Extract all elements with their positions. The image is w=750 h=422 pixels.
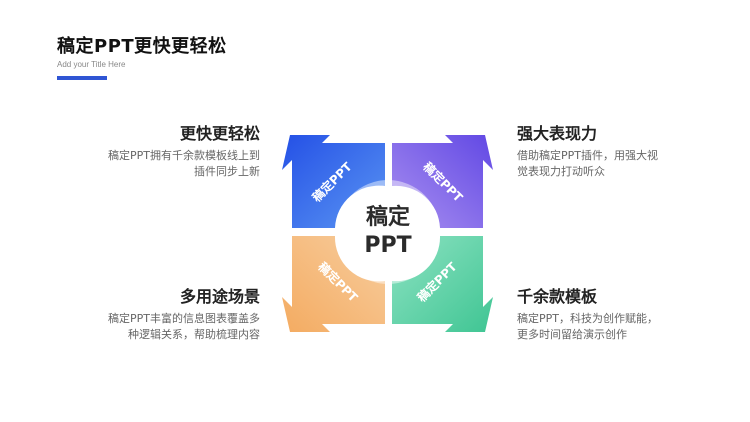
- quadrant-top-left: 稿定PPT: [282, 135, 385, 228]
- title-underline: [57, 76, 107, 80]
- block-top-right-heading: 强大表现力: [517, 124, 598, 143]
- block-bottom-left-heading: 多用途场景: [179, 287, 260, 306]
- block-top-left: 更快更轻松 稿定PPT拥有千余款模板线上到 插件同步上新: [60, 124, 260, 180]
- block-bottom-right-line1: 稿定PPT，科技为创作赋能，: [517, 312, 658, 325]
- block-bottom-left: 多用途场景 稿定PPT丰富的信息图表覆盖多 种逻辑关系，帮助梳理内容: [60, 287, 260, 343]
- block-top-left-line2: 插件同步上新: [194, 165, 260, 178]
- block-bottom-left-line2: 种逻辑关系，帮助梳理内容: [128, 328, 260, 341]
- center-circle: 稿定 PPT: [336, 180, 440, 284]
- block-bottom-left-line1: 稿定PPT丰富的信息图表覆盖多: [108, 312, 260, 325]
- block-top-left-heading: 更快更轻松: [179, 124, 260, 143]
- page-subtitle: Add your Title Here: [57, 60, 126, 69]
- block-bottom-right-heading: 千余款模板: [517, 287, 598, 306]
- block-top-right-line2: 觉表现力打动听众: [517, 165, 605, 178]
- block-bottom-right-line2: 更多时间留给演示创作: [517, 328, 627, 341]
- block-top-right: 强大表现力 借助稿定PPT插件，用强大视 觉表现力打动听众: [517, 124, 717, 180]
- center-line-1: 稿定: [366, 204, 410, 230]
- block-top-right-line1: 借助稿定PPT插件，用强大视: [517, 149, 658, 162]
- quadrant-top-right: 稿定PPT: [392, 135, 493, 228]
- block-top-left-line1: 稿定PPT拥有千余款模板线上到: [108, 149, 260, 162]
- block-bottom-right: 千余款模板 稿定PPT，科技为创作赋能， 更多时间留给演示创作: [517, 287, 717, 343]
- quadrant-bottom-left: 稿定PPT: [282, 236, 385, 332]
- center-line-2: PPT: [364, 233, 411, 258]
- page-title: 稿定PPT更快更轻松: [57, 36, 227, 57]
